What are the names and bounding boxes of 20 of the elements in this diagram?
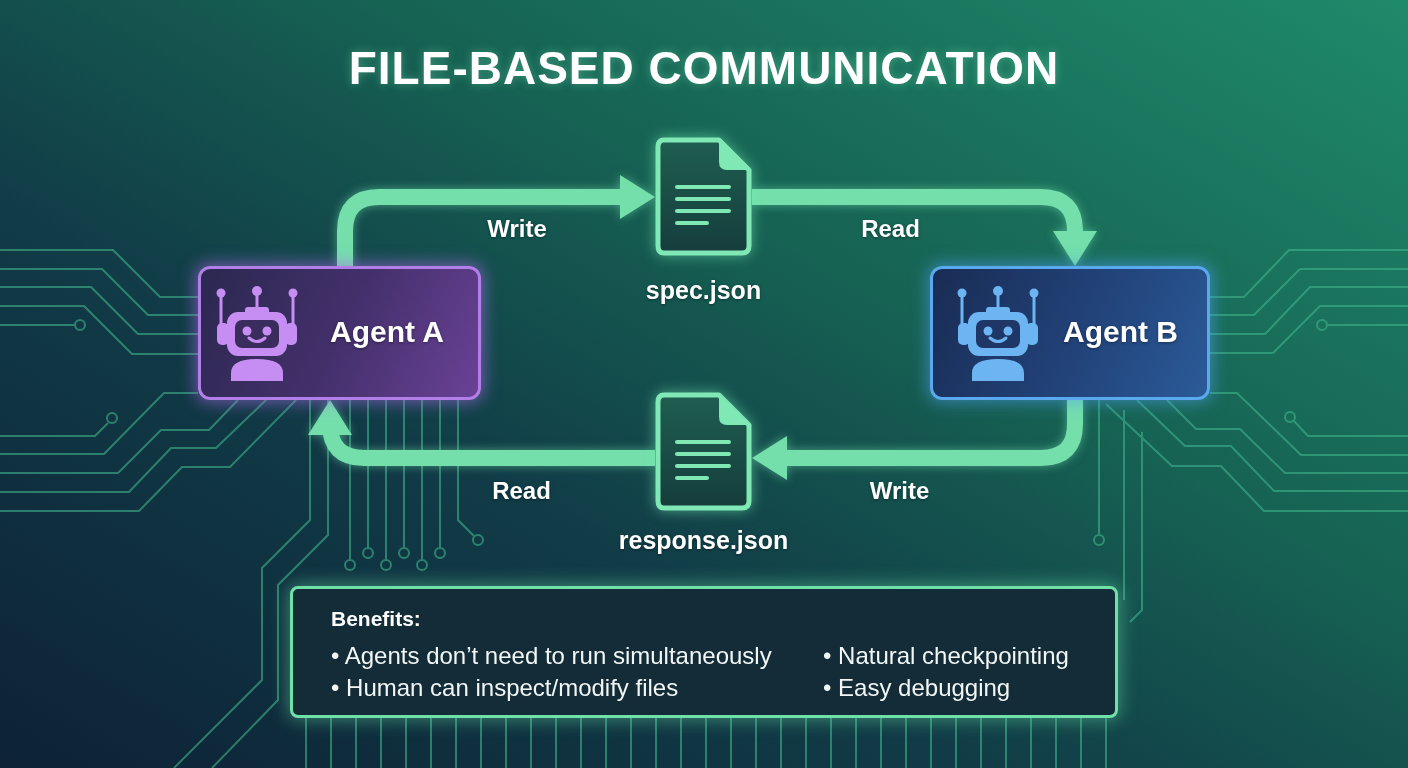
agent-name: Agent B	[1063, 315, 1178, 349]
file-name: response.json	[618, 526, 789, 554]
arrow	[752, 189, 1097, 266]
bullet-item: • Human can inspect/modify files	[331, 673, 680, 703]
agent-box	[930, 266, 1210, 400]
agent-name: Agent A	[330, 315, 444, 349]
arrow	[752, 400, 1083, 480]
title: FILE-BASED COMMUNICATION	[348, 41, 1060, 96]
edge-label: Write	[487, 215, 547, 243]
file-name: spec.json	[645, 276, 762, 304]
panel-heading: Benefits:	[331, 606, 421, 632]
bullet-item: • Easy debugging	[823, 673, 1012, 703]
arrow	[308, 400, 655, 466]
edge-label: Read	[492, 477, 551, 505]
benefits-panel	[290, 586, 1118, 718]
edge-label: Write	[869, 477, 930, 505]
bullet-item: • Natural checkpointing	[823, 641, 1069, 671]
agent-box	[198, 266, 481, 400]
bullet-item: • Agents don’t need to run simultaneously	[331, 641, 773, 671]
edge-label: Read	[861, 215, 920, 243]
